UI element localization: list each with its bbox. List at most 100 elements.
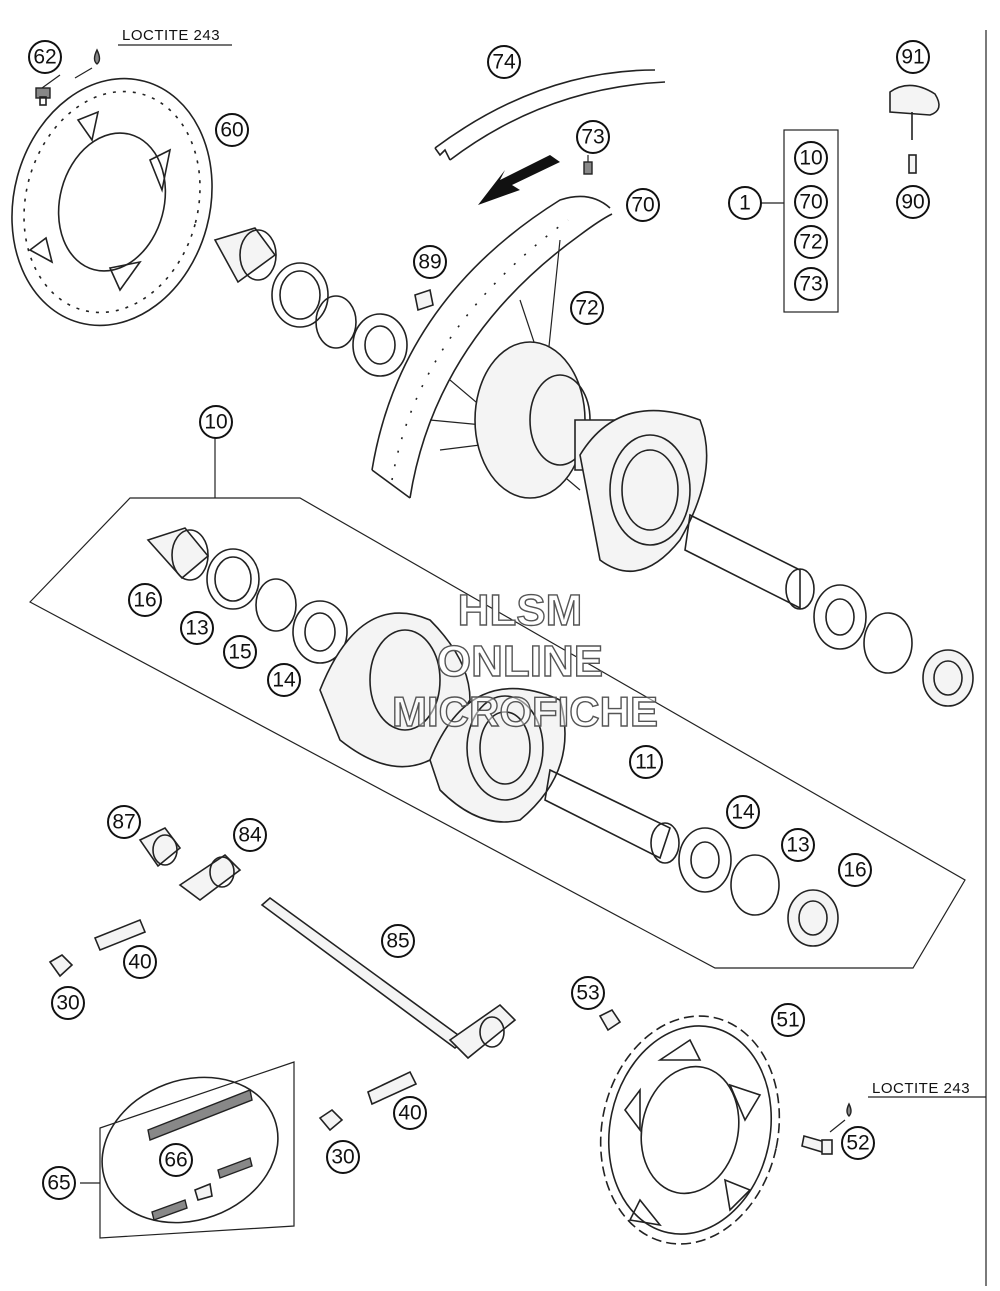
hub-assembly-upper <box>474 341 708 573</box>
hub-left-bearing <box>292 600 348 664</box>
callout-label: 89 <box>418 251 441 274</box>
nut-left <box>48 953 74 978</box>
watermark: HLSM ONLINE MICROFICHE <box>391 585 658 735</box>
chain-link-a <box>217 1157 253 1179</box>
callout-1: 1 <box>728 186 762 220</box>
rear-sprocket <box>599 1015 781 1245</box>
rim-tape <box>434 69 666 161</box>
callout-label: 30 <box>331 1146 354 1169</box>
upper-seal <box>271 262 329 328</box>
hub-spacer-tube <box>544 768 680 864</box>
callout-label: 13 <box>185 617 208 640</box>
callout-62: 62 <box>28 40 62 74</box>
callout-70-top: 70 <box>626 188 660 222</box>
brake-disc <box>11 77 213 327</box>
callout-15: 15 <box>223 635 257 669</box>
callout-label: 87 <box>112 811 135 834</box>
spoke-nipple <box>583 161 593 175</box>
disc-bolt <box>35 87 51 106</box>
callout-label: 85 <box>386 930 409 953</box>
callout-10: 10 <box>199 405 233 439</box>
hub-right-bearing <box>678 827 732 893</box>
callout-30-left: 30 <box>51 986 85 1020</box>
callout-85: 85 <box>381 924 415 958</box>
callout-74: 74 <box>487 45 521 79</box>
callout-label: 52 <box>846 1132 869 1155</box>
rotation-arrow-icon <box>478 155 560 205</box>
upper-right-seal <box>863 612 913 674</box>
callout-label: 10 <box>799 147 822 170</box>
chain-loop <box>101 1076 279 1224</box>
callout-51: 51 <box>771 1003 805 1037</box>
callout-label: 65 <box>47 1172 70 1195</box>
chain-kit-box <box>99 1061 295 1239</box>
callout-label: 13 <box>786 834 809 857</box>
upper-circlip <box>315 295 357 349</box>
callout-label: 72 <box>799 231 822 254</box>
callout-label: 30 <box>56 992 79 1015</box>
loctite-drop-icon <box>93 48 101 65</box>
callout-13-right: 13 <box>781 828 815 862</box>
callout-label: 14 <box>272 669 296 692</box>
upper-axle-spacer-tube <box>684 513 815 610</box>
sprocket-bolt <box>801 1134 833 1155</box>
callout-label: 10 <box>204 411 227 434</box>
callout-52: 52 <box>841 1126 875 1160</box>
callout-13-left: 13 <box>180 611 214 645</box>
callout-65: 65 <box>42 1166 76 1200</box>
callout-label: 74 <box>492 51 516 74</box>
master-link <box>194 1182 213 1201</box>
callout-40-right: 40 <box>393 1096 427 1130</box>
callout-label: 90 <box>901 191 924 214</box>
callout-73-box: 73 <box>794 267 828 301</box>
knob-screw <box>889 84 940 140</box>
callout-label: 1 <box>739 192 751 215</box>
rear-axle <box>260 896 517 1060</box>
nut-right <box>318 1108 344 1132</box>
callout-label: 11 <box>635 751 657 774</box>
hub-circlip <box>255 578 297 632</box>
callout-87: 87 <box>107 805 141 839</box>
sprocket-nut <box>598 1008 622 1032</box>
upper-bearing <box>352 313 408 377</box>
callout-label: 73 <box>581 126 604 149</box>
callout-label: 14 <box>731 801 755 824</box>
callout-14-left: 14 <box>267 663 301 697</box>
chain-link-b <box>151 1199 188 1221</box>
callout-84: 84 <box>233 818 267 852</box>
valve-core <box>908 154 917 174</box>
axle-nut-large <box>138 826 182 868</box>
callout-66: 66 <box>159 1143 193 1177</box>
callout-label: 73 <box>799 273 822 296</box>
loctite-note-sprocket: LOCTITE 243 <box>872 1080 970 1097</box>
kit-group-box <box>783 129 839 313</box>
callout-16-right: 16 <box>838 853 872 887</box>
callout-label: 15 <box>228 641 251 664</box>
upper-right-spacer <box>922 649 974 707</box>
callout-label: 40 <box>128 951 151 974</box>
chain-segment <box>147 1089 253 1141</box>
hub-left-seal <box>206 548 260 610</box>
hub-right-seal <box>730 854 780 916</box>
wheel-rim <box>371 195 613 499</box>
chain-adjuster-left <box>178 853 242 901</box>
callout-label: 66 <box>164 1149 187 1172</box>
callout-label: 16 <box>843 859 866 882</box>
callout-40-left: 40 <box>123 945 157 979</box>
loctite-note-disc: LOCTITE 243 <box>122 27 220 44</box>
callout-60: 60 <box>215 113 249 147</box>
callout-label: 40 <box>398 1102 421 1125</box>
callout-label: 70 <box>631 194 654 217</box>
callout-label: 53 <box>576 982 599 1005</box>
hub-right-spacer <box>787 889 839 947</box>
callout-label: 91 <box>901 46 924 69</box>
watermark-line-1: HLSM <box>458 586 583 635</box>
adjuster-screw-right <box>367 1070 418 1106</box>
hub-left-spacer <box>146 527 210 581</box>
callout-10-box: 10 <box>794 141 828 175</box>
callout-label: 70 <box>799 191 822 214</box>
callout-89: 89 <box>413 245 447 279</box>
upper-spacer <box>213 227 277 284</box>
